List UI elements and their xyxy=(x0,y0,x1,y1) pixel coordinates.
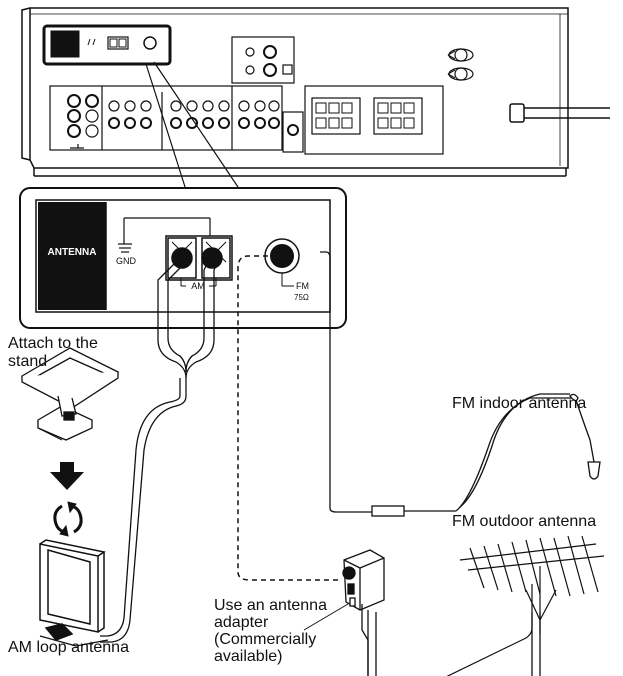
am-label: AM xyxy=(191,281,205,291)
panel-speaker-terminals xyxy=(304,85,444,155)
power-cord xyxy=(509,103,610,123)
panel-antenna-section xyxy=(42,24,172,66)
am-antenna-on-stand xyxy=(20,347,120,441)
adapter-label-line3: (Commercially xyxy=(214,631,316,648)
panel-jack-row xyxy=(49,85,304,153)
panel-upper-jacks xyxy=(231,36,474,84)
rotate-arrows-icon xyxy=(53,501,83,537)
fm-ohm-label: 75Ω xyxy=(294,293,309,302)
am-antenna-wire xyxy=(100,261,219,643)
fm-indoor-label: FM indoor antenna xyxy=(452,395,586,412)
am-loop-antenna xyxy=(39,539,109,647)
antenna-adapter xyxy=(342,549,385,676)
fm-label: FM xyxy=(296,281,309,291)
attach-label-line1: Attach to the xyxy=(8,335,98,352)
down-arrow-icon xyxy=(50,462,84,490)
adapter-label-line1: Use an antenna xyxy=(214,597,327,614)
am-terminals xyxy=(165,235,233,281)
fm-jack xyxy=(264,238,300,274)
adapter-label-line4: available) xyxy=(214,648,282,665)
fm-outdoor-antenna xyxy=(446,535,605,676)
fm-outdoor-wire xyxy=(237,255,338,581)
fm-outdoor-label: FM outdoor antenna xyxy=(452,513,596,530)
receiver-rear-panel xyxy=(21,7,569,177)
antenna-label-plate xyxy=(38,202,106,310)
fm-outdoor-feeder xyxy=(367,610,541,676)
gnd-label: GND xyxy=(116,256,137,266)
zoom-leader xyxy=(145,61,241,191)
adapter-leader xyxy=(303,603,349,631)
antenna-panel-enlarged: ANTENNA GND AM xyxy=(19,187,347,329)
labels: Attach to the stand FM indoor antenna FM… xyxy=(8,335,596,665)
adapter-label-line2: adapter xyxy=(214,614,269,631)
am-loop-label: AM loop antenna xyxy=(8,639,129,656)
antenna-panel-label: ANTENNA xyxy=(48,247,97,258)
fm-indoor-wire xyxy=(320,251,601,517)
attach-label-line2: stand xyxy=(8,353,47,370)
gnd-terminal xyxy=(118,217,211,253)
